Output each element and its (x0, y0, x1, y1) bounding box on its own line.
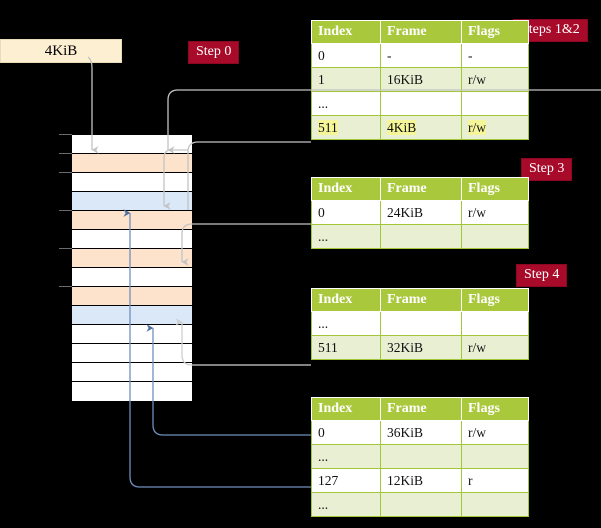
size-label-4kib: 4KiB (0, 39, 122, 63)
table-cell-frame: 24KiB (380, 200, 462, 225)
table-cell-flags: r/w (461, 115, 529, 140)
table-row: ... (311, 444, 529, 469)
table-row: ... (311, 91, 529, 116)
memory-frame-cell (72, 268, 192, 287)
memory-frame-cell (72, 325, 192, 344)
step-badge-step-4: Step 4 (516, 264, 568, 287)
arrow-level4-out (187, 141, 311, 210)
physical-memory-column (71, 134, 193, 402)
step-badge-step-3: Step 3 (521, 158, 573, 181)
table-cell-frame (380, 492, 462, 517)
memory-tick (59, 172, 72, 173)
table-cell-index: 0 (311, 420, 381, 445)
memory-frame-cell (72, 382, 192, 401)
table-header-index: Index (311, 397, 381, 421)
table-header-frame: Frame (380, 20, 462, 44)
memory-frame-cell (72, 306, 192, 325)
table-cell-index: ... (311, 224, 381, 249)
memory-tick (59, 134, 72, 135)
table-cell-flags (461, 444, 529, 469)
table-header-index: Index (311, 20, 381, 44)
memory-frame-cell (72, 344, 192, 363)
arrow-level3-to-mem (181, 223, 311, 266)
memory-tick (59, 248, 72, 249)
table-cell-frame: - (380, 43, 462, 68)
table-row: ... (311, 311, 529, 336)
table-cell-frame (380, 444, 462, 469)
table-cell-index: 0 (311, 43, 381, 68)
memory-frame-cell (72, 192, 192, 211)
step-badge-step-0: Step 0 (188, 41, 240, 64)
table-cell-frame: 12KiB (380, 468, 462, 493)
table-cell-flags (461, 492, 529, 517)
memory-frame-cell (72, 287, 192, 306)
memory-tick (59, 210, 72, 211)
table-header-flags: Flags (461, 397, 529, 421)
table-header-flags: Flags (461, 177, 529, 201)
arrow-level2-to-mem (175, 318, 311, 366)
memory-frame-cell (72, 135, 192, 154)
table-cell-flags: r/w (461, 335, 529, 360)
table-cell-index: 127 (311, 468, 381, 493)
table-header-index: Index (311, 177, 381, 201)
table-row: ... (311, 492, 529, 517)
memory-frame-cell (72, 211, 192, 230)
table-header-frame: Frame (380, 397, 462, 421)
table-cell-index: 0 (311, 200, 381, 225)
memory-frame-cell (72, 173, 192, 192)
table-cell-frame: 16KiB (380, 67, 462, 92)
table-cell-flags (461, 311, 529, 336)
table-cell-flags: - (461, 43, 529, 68)
table-cell-flags: r/w (461, 420, 529, 445)
table-header-index: Index (311, 288, 381, 312)
table-cell-index: ... (311, 311, 381, 336)
table-cell-flags (461, 224, 529, 249)
memory-tick (59, 286, 72, 287)
table-header-frame: Frame (380, 177, 462, 201)
table-cell-frame (380, 224, 462, 249)
table-cell-flags: r (461, 468, 529, 493)
table-cell-frame (380, 311, 462, 336)
table-cell-flags: r/w (461, 67, 529, 92)
memory-frame-cell (72, 230, 192, 249)
table-cell-index: 511 (311, 335, 381, 360)
table-row: 0-- (311, 43, 529, 68)
table-header-frame: Frame (380, 288, 462, 312)
table-cell-index: ... (311, 444, 381, 469)
memory-frame-cell (72, 249, 192, 268)
table-cell-index: 1 (311, 67, 381, 92)
table-header-flags: Flags (461, 20, 529, 44)
table-cell-frame: 32KiB (380, 335, 462, 360)
memory-tick (59, 153, 72, 154)
table-cell-frame: 4KiB (380, 115, 462, 140)
table-cell-frame: 36KiB (380, 420, 462, 445)
table-cell-index: ... (311, 91, 381, 116)
memory-frame-cell (72, 154, 192, 173)
table-header-flags: Flags (461, 288, 529, 312)
table-cell-flags: r/w (461, 200, 529, 225)
table-cell-flags (461, 91, 529, 116)
table-row: ... (311, 224, 529, 249)
table-cell-frame (380, 91, 462, 116)
table-cell-index: ... (311, 492, 381, 517)
step-badge-steps-1-2: Steps 1&2 (513, 19, 588, 42)
table-cell-index: 511 (311, 115, 381, 140)
memory-frame-cell (72, 363, 192, 382)
